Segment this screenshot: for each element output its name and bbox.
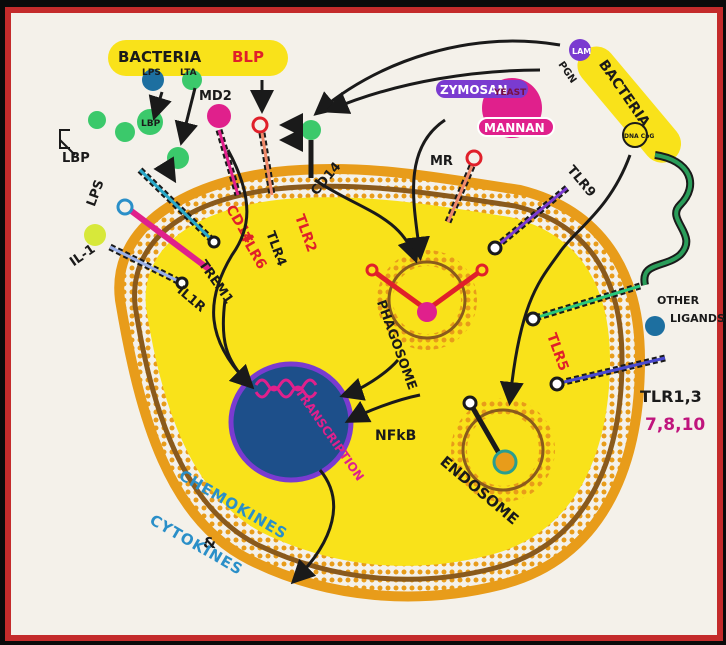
lbp-label: LBP [62,151,90,166]
md2-label: MD2 [199,89,232,104]
lps-bacteria-label: LPS [142,68,161,78]
dna-cpg-label: DNA CpG [624,133,654,140]
nfkb-label: NFkB [375,428,416,444]
ligands-label: LIGANDS [670,312,725,325]
md2-molecule [207,104,231,128]
yeast-label: YEAST [493,88,527,98]
tlr-list-line1: TLR1,3 [640,387,702,406]
blp-label: BLP [232,48,264,66]
lbp-ball-label: LBP [141,119,161,129]
lta-label: LTA [180,68,197,78]
other-ligand [645,316,665,336]
bacteria-top-label: BACTERIA [118,48,202,66]
lam-label: LAM [572,47,591,56]
mr-label: MR [430,154,453,169]
other-label: OTHER [657,294,700,307]
mannan-label: MANNAN [484,121,545,135]
tlr-list-line2: 7,8,10 [645,415,705,435]
nucleus [231,364,351,480]
